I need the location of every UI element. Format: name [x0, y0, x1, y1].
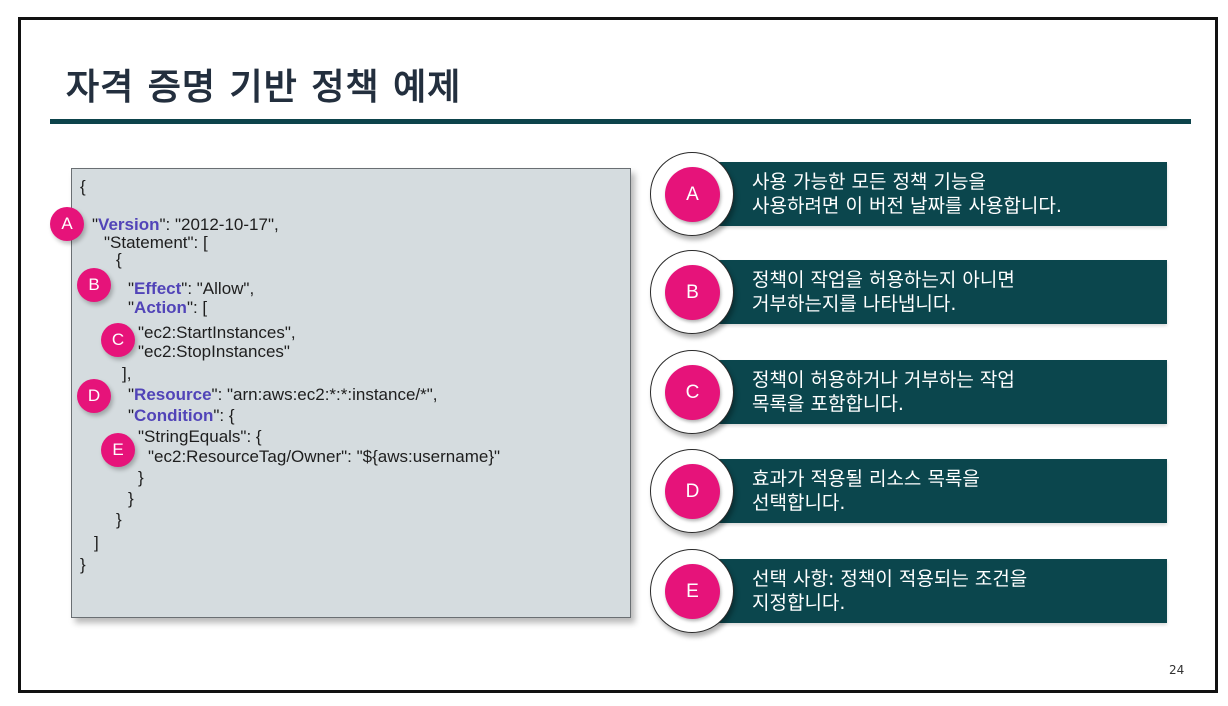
code-line-18: } [80, 555, 86, 574]
code-line-version: "Version": "2012-10-17", [92, 215, 279, 234]
code-line-17: ] [94, 533, 99, 552]
code-marker-c: C [101, 323, 135, 357]
code-line-action: "Action": [ [128, 298, 208, 317]
callout-ring: D [650, 449, 734, 533]
json-policy-code-block [71, 168, 631, 618]
callout-text: 선택 사항: 정책이 적용되는 조건을 지정합니다. [752, 568, 1028, 614]
callout-badge-d: D [665, 464, 720, 519]
callout-banner: 사용 가능한 모든 정책 기능을 사용하려면 이 버전 날짜를 사용합니다. [716, 162, 1167, 226]
callout-ring: E [650, 549, 734, 633]
code-line-15: } [128, 489, 134, 508]
callout-c: 정책이 허용하거나 거부하는 작업 목록을 포함합니다. C [650, 350, 1170, 436]
code-line-effect: "Effect": "Allow", [128, 279, 255, 298]
code-line-string-equals: "StringEquals": { [138, 427, 262, 446]
page-number: 24 [1169, 663, 1185, 677]
code-marker-b: B [77, 268, 111, 302]
key-condition: Condition [134, 406, 214, 425]
callout-e: 선택 사항: 정책이 적용되는 조건을 지정합니다. E [650, 549, 1170, 635]
code-line-statement: "Statement": [ [104, 233, 208, 252]
callout-ring: C [650, 350, 734, 434]
callout-badge-e: E [665, 564, 720, 619]
callout-a: 사용 가능한 모든 정책 기능을 사용하려면 이 버전 날짜를 사용합니다. A [650, 152, 1170, 238]
callout-banner: 선택 사항: 정책이 적용되는 조건을 지정합니다. [716, 559, 1167, 623]
code-line-stop-instances: "ec2:StopInstances" [138, 342, 290, 361]
key-action: Action [134, 298, 187, 317]
callout-d: 효과가 적용될 리소스 목록을 선택합니다. D [650, 449, 1170, 535]
key-resource: Resource [134, 385, 212, 404]
code-line-9: ], [122, 364, 132, 383]
code-line-resource: "Resource": "arn:aws:ec2:*:*:instance/*"… [128, 385, 438, 404]
code-marker-e: E [101, 433, 135, 467]
code-line-14: } [138, 468, 144, 487]
code-line-resource-tag: "ec2:ResourceTag/Owner": "${aws:username… [148, 447, 501, 466]
title-divider [50, 119, 1191, 124]
callout-ring: B [650, 250, 734, 334]
code-line-condition: "Condition": { [128, 406, 235, 425]
callout-text: 정책이 허용하거나 거부하는 작업 목록을 포함합니다. [752, 369, 1015, 415]
slide-title: 자격 증명 기반 정책 예제 [66, 67, 462, 108]
callout-text: 효과가 적용될 리소스 목록을 선택합니다. [752, 468, 980, 514]
callout-ring: A [650, 152, 734, 236]
callout-text: 정책이 작업을 허용하는지 아니면 거부하는지를 나타냅니다. [752, 269, 1015, 315]
callout-badge-c: C [665, 365, 720, 420]
callout-banner: 효과가 적용될 리소스 목록을 선택합니다. [716, 459, 1167, 523]
code-line-start-instances: "ec2:StartInstances", [138, 323, 296, 342]
slide-frame [18, 17, 1218, 693]
callout-badge-b: B [665, 265, 720, 320]
callout-badge-a: A [665, 167, 720, 222]
callout-b: 정책이 작업을 허용하는지 아니면 거부하는지를 나타냅니다. B [650, 250, 1170, 336]
code-line-1: { [80, 177, 86, 196]
callout-banner: 정책이 허용하거나 거부하는 작업 목록을 포함합니다. [716, 360, 1167, 424]
key-effect: Effect [134, 279, 182, 298]
callout-text: 사용 가능한 모든 정책 기능을 사용하려면 이 버전 날짜를 사용합니다. [752, 171, 1062, 217]
code-marker-a: A [50, 207, 84, 241]
code-marker-d: D [77, 379, 111, 413]
callout-banner: 정책이 작업을 허용하는지 아니면 거부하는지를 나타냅니다. [716, 260, 1167, 324]
code-line-16: } [116, 510, 122, 529]
key-version: Version [98, 215, 160, 234]
code-line-4: { [116, 250, 122, 269]
